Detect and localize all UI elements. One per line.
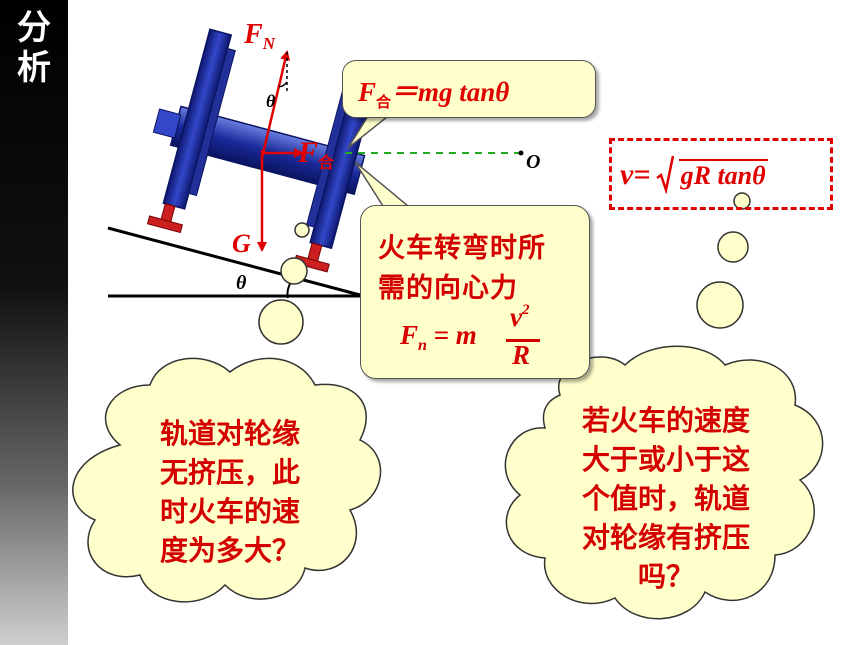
velocity-formula: v= gR tanθ	[620, 154, 768, 195]
wheel-left-inner	[188, 47, 236, 197]
centripetal-formula: Fn = m v2 R	[400, 302, 580, 372]
theta-label-top: θ	[266, 91, 276, 111]
gravity-label: G	[232, 229, 251, 258]
bubble-dot-small-2	[280, 257, 308, 285]
cloud-right-line-3: 个值时，轨道	[581, 482, 750, 515]
bubble-dot-medium	[258, 299, 304, 345]
theta-arc-top	[278, 81, 288, 88]
cloud-left-line-1: 轨道对轮缘	[159, 417, 300, 450]
cloud-left-line-3: 时火车的速	[159, 495, 300, 528]
cloud-right-line-4: 对轮缘有挤压	[581, 521, 750, 554]
net-force-label: F合	[297, 136, 335, 172]
rail-left-base	[146, 215, 184, 234]
centripetal-lhs: Fn = m	[400, 320, 477, 354]
centripetal-text-line-2: 需的向心力	[378, 273, 518, 304]
bubble-dot-small-1	[294, 222, 310, 238]
centripetal-numerator: v2	[510, 302, 530, 332]
centripetal-force-box	[360, 205, 590, 379]
centripetal-callout-pointer	[354, 161, 411, 207]
sidebar: 分 析	[0, 0, 68, 645]
thought-bubble-right	[504, 192, 824, 620]
sidebar-title: 分 析	[12, 8, 56, 88]
wheelset	[146, 28, 379, 273]
resultant-force-formula: F合＝mg tanθ	[358, 77, 510, 111]
cloud-left-shape	[72, 357, 382, 603]
center-label: O	[526, 151, 540, 173]
cloud-left-line-4: 度为多大？	[159, 534, 300, 567]
thought-bubble-left	[72, 222, 382, 603]
cloud-left-line-2: 无挤压，此	[159, 456, 300, 489]
theta-label-bottom: θ	[236, 272, 247, 294]
centripetal-denominator: R	[512, 340, 531, 370]
centripetal-text-line-1: 火车转弯时所	[378, 233, 546, 264]
sqrt-sign	[655, 155, 674, 195]
center-point	[518, 150, 524, 156]
velocity-radicand: gR tanθ	[678, 159, 768, 190]
bubble-dot-right-3	[696, 281, 744, 329]
fraction-bar	[506, 339, 540, 342]
resultant-force-formula-box	[342, 60, 596, 118]
cloud-right-line-2: 大于或小于这	[581, 443, 750, 476]
cloud-right-line-5: 吗？	[637, 560, 694, 593]
bubble-dot-right-2	[717, 231, 749, 263]
velocity-lhs: v=	[620, 158, 651, 191]
sidebar-title-char-2: 析	[17, 48, 51, 88]
fn-label: FN	[243, 19, 276, 53]
normal-force-arrow	[260, 50, 291, 159]
velocity-formula-box	[609, 138, 833, 210]
cloud-left-text: 轨道对轮缘 无挤压，此 时火车的速 度为多大？	[130, 414, 330, 570]
cloud-right-text: 若火车的速度 大于或小于这 个值时，轨道 对轮缘有挤压 吗？	[552, 401, 780, 596]
axle-hub-left	[152, 108, 182, 139]
cloud-right-line-1: 若火车的速度	[581, 404, 750, 437]
inclined-track	[107, 226, 361, 297]
sidebar-title-char-1: 分	[17, 8, 51, 48]
cloud-right-shape	[504, 345, 824, 620]
